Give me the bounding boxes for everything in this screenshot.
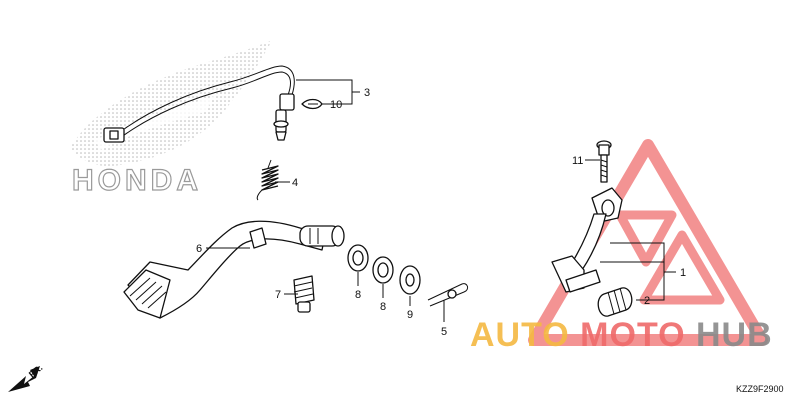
- site-watermark-part2: MOTO: [580, 316, 685, 354]
- gearshift-pedal: [551, 187, 623, 293]
- cotter-pin: [427, 283, 469, 307]
- honda-wing-watermark: HONDA: [70, 40, 272, 198]
- dust-seal-a: [347, 244, 369, 272]
- callout-1: 1: [680, 267, 686, 279]
- leader-lines: [206, 79, 676, 322]
- diagram-code: KZZ9F2900: [736, 384, 784, 394]
- shift-rubber: [597, 287, 633, 317]
- direction-label: FR.: [27, 363, 45, 380]
- return-spring: [256, 159, 279, 201]
- site-watermark-part1: AUTO: [470, 316, 570, 354]
- dust-seal-b: [372, 256, 394, 284]
- callout-8-a: 8: [355, 289, 361, 301]
- site-watermark: AUTO MOTO HUB: [470, 316, 773, 354]
- callout-5: 5: [441, 326, 447, 338]
- callout-11: 11: [572, 155, 583, 167]
- callout-3: 3: [364, 87, 370, 99]
- svg-text:AUTO MOTO HUB: AUTO MOTO HUB: [470, 316, 773, 354]
- pivot-bolt: [293, 275, 315, 313]
- callout-9: 9: [407, 309, 413, 321]
- brake-pedal: [123, 220, 345, 319]
- callout-10: 10: [330, 99, 342, 111]
- callout-7: 7: [275, 289, 281, 301]
- callout-4: 4: [292, 177, 298, 189]
- site-watermark-part3: HUB: [696, 316, 773, 354]
- callout-6: 6: [196, 243, 202, 255]
- callout-8-b: 8: [380, 301, 386, 313]
- plain-washer: [399, 265, 421, 295]
- shift-bolt: [596, 140, 612, 183]
- callout-2: 2: [644, 295, 650, 307]
- honda-logo-text: HONDA: [72, 164, 202, 197]
- wire-clip: [301, 98, 323, 110]
- front-direction-arrow: FR.: [8, 363, 44, 392]
- stop-switch-harness: [103, 65, 295, 143]
